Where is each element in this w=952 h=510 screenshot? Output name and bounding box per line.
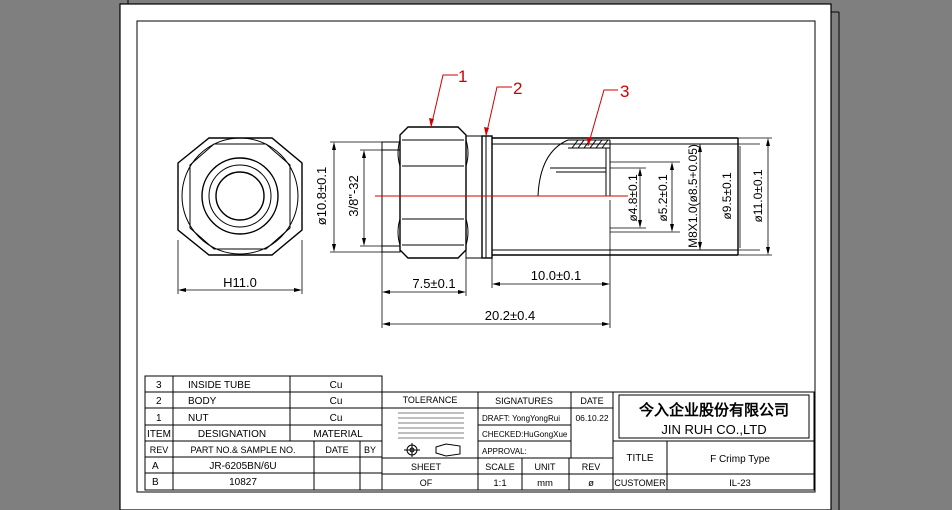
sheet-value: OF [420,478,433,488]
tolerance-label: TOLERANCE [403,395,458,405]
dim-hex-width: H11.0 [223,275,257,290]
rev-header-part: PART NO.& SAMPLE NO. [190,445,295,455]
leader-1 [430,74,458,128]
dim-dia-95: ø9.5±0.1 [720,172,734,220]
balloon-2: 2 [513,79,522,98]
rev-part-a: JR-6205BN/6U [209,461,276,472]
dim-m-thread: M8X1.0(ø8.5+0.05) [686,144,700,248]
signatures-label: SIGNATURES [495,396,553,406]
rev-label: REV [582,462,601,472]
leader-2 [485,86,512,137]
date-label: DATE [580,396,603,406]
paper-outer-frame [119,3,832,510]
side-view: ø10.8±0.1 3/8"-32 7.5±0.1 10.0±0.1 20.2±… [314,67,772,328]
company-name-english: JIN RUH CO.,LTD [661,422,766,437]
approval-signature: APPROVAL: [482,447,527,456]
paper-inner-frame [136,20,816,493]
balloon-1: 1 [458,67,467,86]
dim-tube-length: 10.0±0.1 [531,268,582,283]
bom-table: 3 INSIDE TUBE Cu 2 BODY Cu 1 NUT Cu ITEM… [144,375,383,442]
checked-signature: CHECKED:HuGongXue [482,430,568,439]
bom-designation-3: INSIDE TUBE [188,380,251,391]
rev-row-a: A [152,461,159,472]
bom-header-item: ITEM [147,429,171,440]
hex-ring [208,164,272,228]
title-value: F Crimp Type [710,454,770,465]
customer-label: CUSTOMER [614,478,666,488]
dim-inner-52: ø5.2±0.1 [656,174,670,222]
leader-3 [587,89,618,147]
rev-header-rev: REV [150,445,169,455]
customer-value: IL-23 [729,478,751,489]
title-label: TITLE [626,453,654,464]
unit-label: UNIT [535,462,556,472]
bom-designation-2: BODY [188,396,217,407]
draft-signature: DRAFT: YongYongRui [482,414,560,423]
rev-row-b: B [152,477,159,488]
scale-value: 1:1 [493,478,506,489]
bom-item-2: 2 [156,396,162,407]
tolerance-table-graphic [398,412,464,439]
unit-value: mm [537,478,553,489]
revision-table: REV PART NO.& SAMPLE NO. DATE BY A JR-62… [144,440,383,491]
bom-item-1: 1 [156,413,162,424]
title-block: TOLERANCE SIGNATURES DATE DRAFT: YongYon… [381,391,815,491]
hex-outline [177,137,303,256]
hex-chamfer [189,143,291,250]
projection-symbol-icon [404,443,461,457]
bom-header-designation: DESIGNATION [198,429,266,440]
dim-nut-diameter: ø10.8±0.1 [314,167,329,225]
bom-material-1: Cu [330,413,343,424]
bom-item-3: 3 [156,380,162,391]
bom-designation-1: NUT [188,413,209,424]
rev-value: ø [588,478,594,489]
rev-part-b: 10827 [229,477,257,488]
dim-nut-length: 7.5±0.1 [412,276,455,291]
company-name-chinese: 今入企业股份有限公司 [638,401,789,419]
dim-dia-110: ø11.0±0.1 [751,169,765,222]
bom-material-3: Cu [330,380,343,391]
hex-bore [215,171,265,221]
rev-header-by: BY [364,445,376,455]
rev-header-date: DATE [325,445,348,455]
hex-end-view: H11.0 [177,137,303,294]
scale-label: SCALE [485,462,515,472]
hex-mid-circle [201,157,279,235]
hex-outer-circle [181,137,299,255]
date-value: 06.10.22 [575,413,608,423]
bom-header-material: MATERIAL [313,429,363,440]
sheet-label: SHEET [411,462,442,472]
dim-inner-48: ø4.8±0.1 [626,174,640,222]
bom-material-2: Cu [330,396,343,407]
balloon-3: 3 [620,82,629,101]
dim-overall-length: 20.2±0.4 [485,308,536,323]
dim-thread: 3/8"-32 [346,175,361,216]
